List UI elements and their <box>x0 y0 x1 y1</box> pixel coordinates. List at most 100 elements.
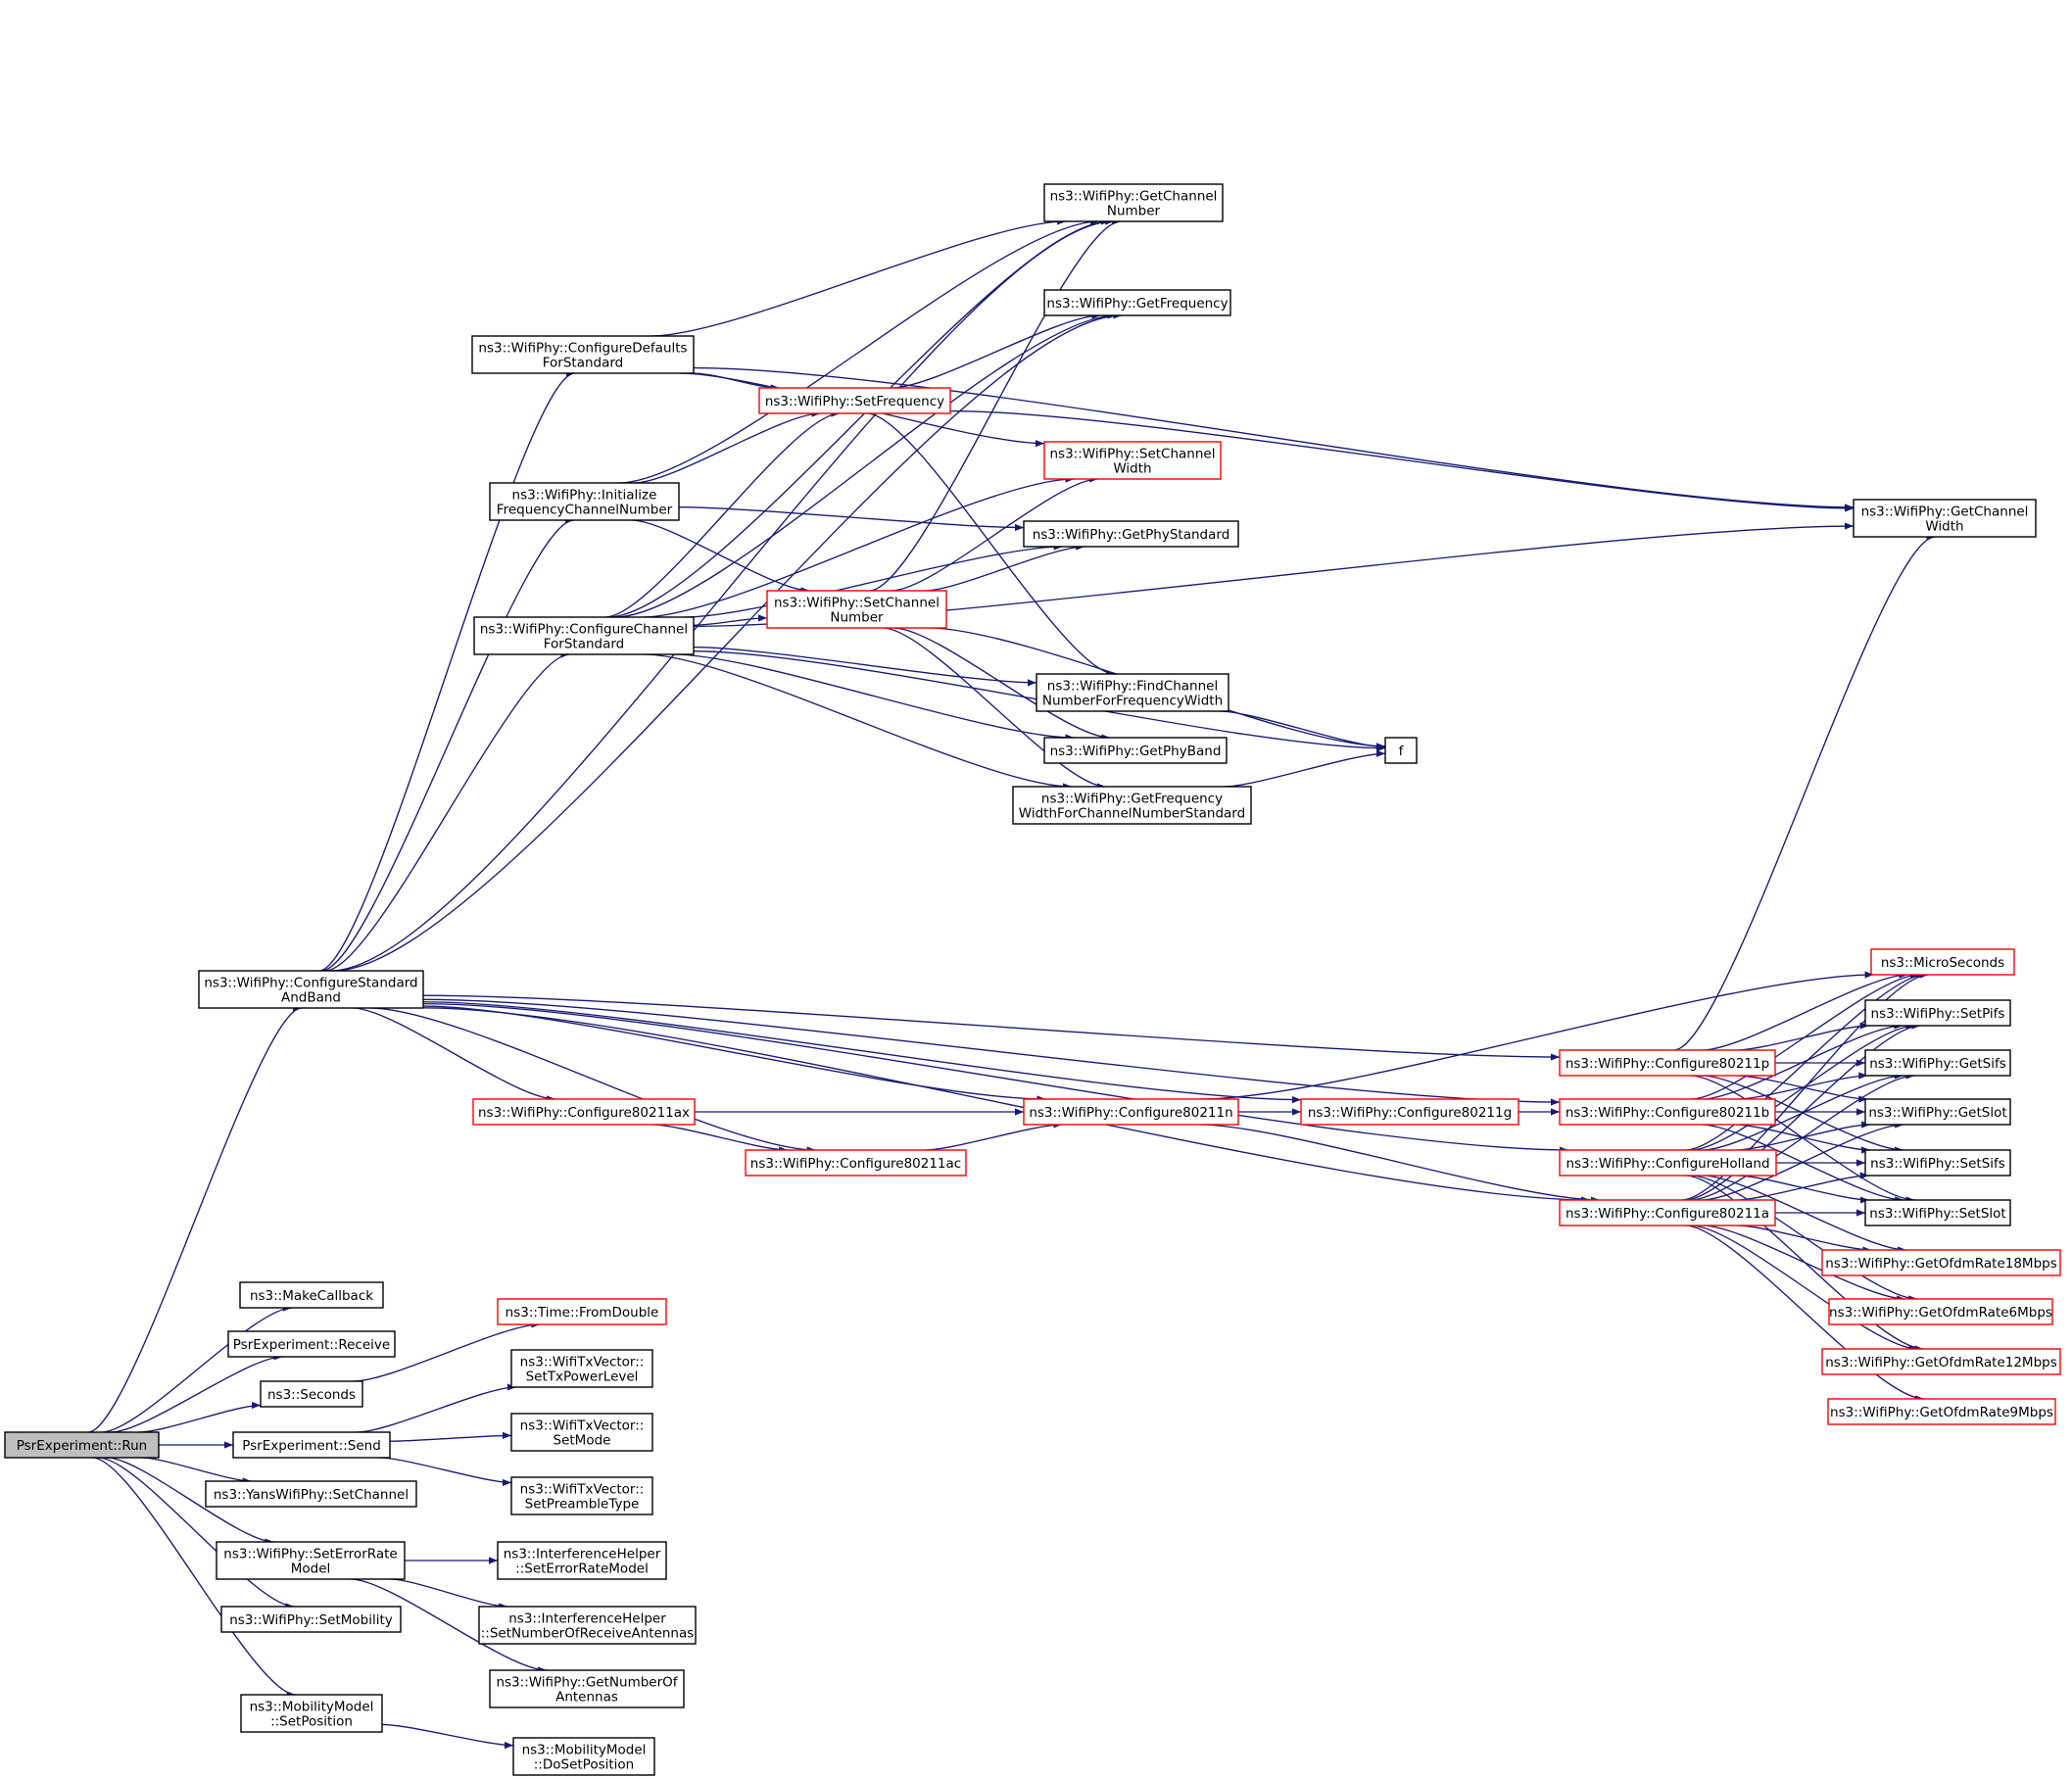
node-label: ns3::WifiPhy::Configure80211a <box>1566 1206 1769 1222</box>
node-box <box>1864 1098 2011 1126</box>
node-gpb[interactable]: ns3::WifiPhy::GetPhyBand <box>1043 737 1228 764</box>
node-serm[interactable]: ns3::WifiPhy::SetErrorRateModel <box>216 1541 406 1580</box>
edge-csab-to-c11p <box>422 994 1561 1061</box>
node-spt[interactable]: ns3::WifiTxVector::SetPreambleType <box>510 1476 653 1515</box>
node-f[interactable]: f <box>1384 737 1418 764</box>
node-label: ns3::WifiPhy::GetOfdmRate6Mbps <box>1829 1305 2052 1321</box>
edge-c11a-to-r9 <box>1684 1225 1925 1403</box>
node-run[interactable]: PsrExperiment::Run <box>4 1431 160 1459</box>
edge-c11a-to-micro <box>1681 971 1929 1201</box>
node-c11g[interactable]: ns3::WifiPhy::Configure80211g <box>1300 1098 1519 1126</box>
node-box <box>1864 1149 2011 1177</box>
node-box <box>216 1541 406 1580</box>
node-box <box>510 1413 653 1452</box>
node-recv[interactable]: PsrExperiment::Receive <box>227 1330 396 1358</box>
node-box <box>1870 948 2015 976</box>
node-box <box>758 387 951 414</box>
node-gsifs[interactable]: ns3::WifiPhy::GetSifs <box>1864 1049 2011 1077</box>
edge-run-to-mmsp <box>92 1457 296 1699</box>
node-box <box>1559 1098 1776 1126</box>
node-mcb[interactable]: ns3::MakeCallback <box>239 1281 384 1309</box>
node-label: ns3::WifiPhy::GetNumberOf <box>496 1675 678 1691</box>
node-stxpl[interactable]: ns3::WifiTxVector::SetTxPowerLevel <box>510 1349 653 1388</box>
node-label: ns3::InterferenceHelper <box>508 1611 666 1627</box>
node-label: ns3::WifiPhy::Configure80211b <box>1566 1105 1769 1121</box>
edge-ccfs-to-fcnfw <box>693 646 1037 687</box>
node-box <box>478 1606 697 1645</box>
node-c11p[interactable]: ns3::WifiPhy::Configure80211p <box>1559 1049 1776 1077</box>
node-ihsnra[interactable]: ns3::InterferenceHelper::SetNumberOfRece… <box>478 1606 697 1645</box>
node-gfwcns[interactable]: ns3::WifiPhy::GetFrequencyWidthForChanne… <box>1012 786 1252 825</box>
node-label: ns3::WifiPhy::Configure80211p <box>1566 1056 1769 1072</box>
node-label: ns3::YansWifiPhy::SetChannel <box>214 1487 409 1503</box>
edge-send-to-smode <box>389 1431 512 1442</box>
node-box <box>497 1298 667 1325</box>
node-box <box>1864 1049 2011 1077</box>
node-box <box>1559 1049 1776 1077</box>
node-ysch[interactable]: ns3::YansWifiPhy::SetChannel <box>205 1480 417 1508</box>
node-label: ns3::MobilityModel <box>522 1743 647 1758</box>
node-label: AndBand <box>281 990 341 1006</box>
node-smob[interactable]: ns3::WifiPhy::SetMobility <box>220 1606 402 1633</box>
node-c11n[interactable]: ns3::WifiPhy::Configure80211n <box>1023 1098 1239 1126</box>
edge-c11a-to-ssifs <box>1736 1172 1869 1201</box>
node-r18[interactable]: ns3::WifiPhy::GetOfdmRate18Mbps <box>1821 1249 2061 1276</box>
node-r6[interactable]: ns3::WifiPhy::GetOfdmRate6Mbps <box>1828 1298 2053 1325</box>
node-ccfs[interactable]: ns3::WifiPhy::ConfigureChannelForStandar… <box>473 616 695 655</box>
node-label: ns3::WifiPhy::SetChannel <box>774 596 940 611</box>
node-gps[interactable]: ns3::WifiPhy::GetPhyStandard <box>1023 520 1239 548</box>
node-label: WidthForChannelNumberStandard <box>1019 806 1245 822</box>
node-r9[interactable]: ns3::WifiPhy::GetOfdmRate9Mbps <box>1827 1398 2056 1425</box>
node-ifcn[interactable]: ns3::WifiPhy::InitializeFrequencyChannel… <box>489 482 680 521</box>
node-box <box>1864 999 2011 1027</box>
node-c11a[interactable]: ns3::WifiPhy::Configure80211a <box>1559 1199 1776 1226</box>
node-secs[interactable]: ns3::Seconds <box>260 1380 363 1408</box>
edge-scn-to-gps <box>924 543 1085 592</box>
node-box <box>1559 1199 1776 1226</box>
node-label: ns3::WifiTxVector:: <box>520 1418 645 1434</box>
node-mmdsp[interactable]: ns3::MobilityModel::DoSetPosition <box>512 1737 655 1776</box>
edge-csab-to-c11ax <box>352 1007 556 1103</box>
edge-ccfs-to-gfreq <box>614 312 1117 618</box>
edge-scn-to-gfwcns <box>883 627 1106 791</box>
node-send[interactable]: PsrExperiment::Send <box>232 1431 391 1459</box>
node-box <box>227 1330 396 1358</box>
node-micro[interactable]: ns3::MicroSeconds <box>1870 948 2015 976</box>
node-chol[interactable]: ns3::WifiPhy::ConfigureHolland <box>1559 1149 1777 1177</box>
edge-serm-to-ihsnra <box>390 1578 508 1610</box>
node-label: ns3::WifiTxVector:: <box>520 1482 645 1498</box>
node-ihserm[interactable]: ns3::InterferenceHelper::SetErrorRateMod… <box>497 1541 667 1580</box>
node-spifs[interactable]: ns3::WifiPhy::SetPifs <box>1864 999 2011 1027</box>
edge-c11p-to-micro <box>1702 971 1908 1051</box>
node-label: ns3::WifiPhy::SetFrequency <box>765 394 944 409</box>
node-label: ns3::WifiPhy::SetSlot <box>1869 1206 2005 1222</box>
edge-send-to-stxpl <box>356 1383 516 1433</box>
node-gfreq[interactable]: ns3::WifiPhy::GetFrequency <box>1043 289 1231 316</box>
node-c11ac[interactable]: ns3::WifiPhy::Configure80211ac <box>745 1149 967 1177</box>
node-cdfs[interactable]: ns3::WifiPhy::ConfigureDefaultsForStanda… <box>471 335 695 374</box>
node-c11b[interactable]: ns3::WifiPhy::Configure80211b <box>1559 1098 1776 1126</box>
node-fcnfw[interactable]: ns3::WifiPhy::FindChannelNumberForFreque… <box>1036 673 1229 712</box>
node-sslot[interactable]: ns3::WifiPhy::SetSlot <box>1864 1199 2011 1226</box>
edge-sfreq-to-gcw <box>949 409 1855 512</box>
node-label: ns3::WifiPhy::Configure80211ac <box>750 1156 961 1172</box>
node-mmsp[interactable]: ns3::MobilityModel::SetPosition <box>240 1694 383 1733</box>
node-gslot[interactable]: ns3::WifiPhy::GetSlot <box>1864 1098 2011 1126</box>
node-label: Width <box>1925 519 1963 535</box>
node-r12[interactable]: ns3::WifiPhy::GetOfdmRate12Mbps <box>1821 1348 2061 1375</box>
node-label: ns3::MicroSeconds <box>1881 955 2004 971</box>
node-box <box>1012 786 1252 825</box>
node-sfreq[interactable]: ns3::WifiPhy::SetFrequency <box>758 387 951 414</box>
node-box <box>1043 183 1224 222</box>
node-c11ax[interactable]: ns3::WifiPhy::Configure80211ax <box>472 1098 696 1126</box>
node-ssifs[interactable]: ns3::WifiPhy::SetSifs <box>1864 1149 2011 1177</box>
node-fromd[interactable]: ns3::Time::FromDouble <box>497 1298 667 1325</box>
node-smode[interactable]: ns3::WifiTxVector::SetMode <box>510 1413 653 1452</box>
node-label: ns3::WifiPhy::SetErrorRate <box>223 1547 397 1562</box>
